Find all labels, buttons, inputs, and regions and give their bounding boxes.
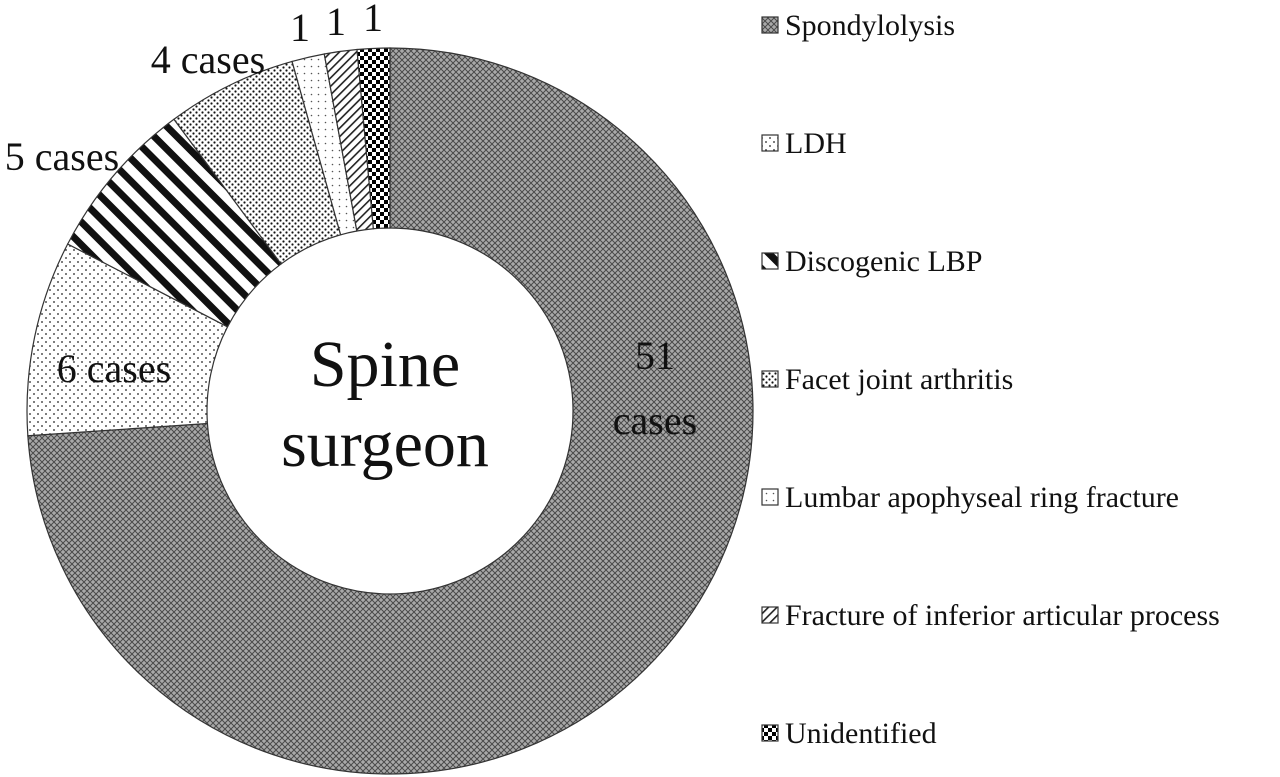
legend-label-spondylolysis: Spondylolysis [785,9,955,42]
legend-label-ldh: LDH [785,127,847,160]
center-title-line-1: Spine [310,328,460,401]
legend-swatch-facet-joint-arthritis [761,370,779,388]
legend-swatch-spondylolysis [761,16,779,34]
slice-label-fracture-of-inferior-articular-process: 1 [326,0,346,44]
center-title-line-2: surgeon [281,408,489,481]
legend-item-discogenic-lbp: Discogenic LBP [761,245,982,278]
slice-spondylolysis [27,47,754,775]
legend-item-unidentified: Unidentified [761,717,937,750]
slice-label-facet-joint-arthritis: 4 cases [151,37,265,82]
legend-item-ldh: LDH [761,127,847,160]
legend-label-lumbar-apophyseal-ring-fracture: Lumbar apophyseal ring fracture [785,481,1179,514]
legend-item-spondylolysis: Spondylolysis [761,9,955,42]
legend-swatch-ldh [761,134,779,152]
legend-item-fracture-of-inferior-articular-process: Fracture of inferior articular process [761,599,1220,632]
donut-slices [26,47,754,775]
legend-item-facet-joint-arthritis: Facet joint arthritis [761,363,1013,396]
slice-unidentified [356,47,391,230]
legend-item-lumbar-apophyseal-ring-fracture: Lumbar apophyseal ring fracture [761,481,1179,514]
legend-swatch-unidentified [761,724,779,742]
legend-swatch-lumbar-apophyseal-ring-fracture [761,488,779,506]
slice-label-discogenic-lbp: 5 cases [5,134,119,179]
slice-label-unidentified: 1 [363,0,383,40]
slice-label-lumbar-apophyseal-ring-fracture: 1 [290,5,310,50]
legend-label-facet-joint-arthritis: Facet joint arthritis [785,363,1013,396]
legend-swatch-discogenic-lbp [761,252,779,270]
legend-label-fracture-of-inferior-articular-process: Fracture of inferior articular process [785,599,1220,632]
legend-swatch-fracture-of-inferior-articular-process [761,606,779,624]
legend-label-unidentified: Unidentified [785,717,937,750]
legend-label-discogenic-lbp: Discogenic LBP [785,245,982,278]
slice-label-ldh: 6 cases [57,346,171,391]
